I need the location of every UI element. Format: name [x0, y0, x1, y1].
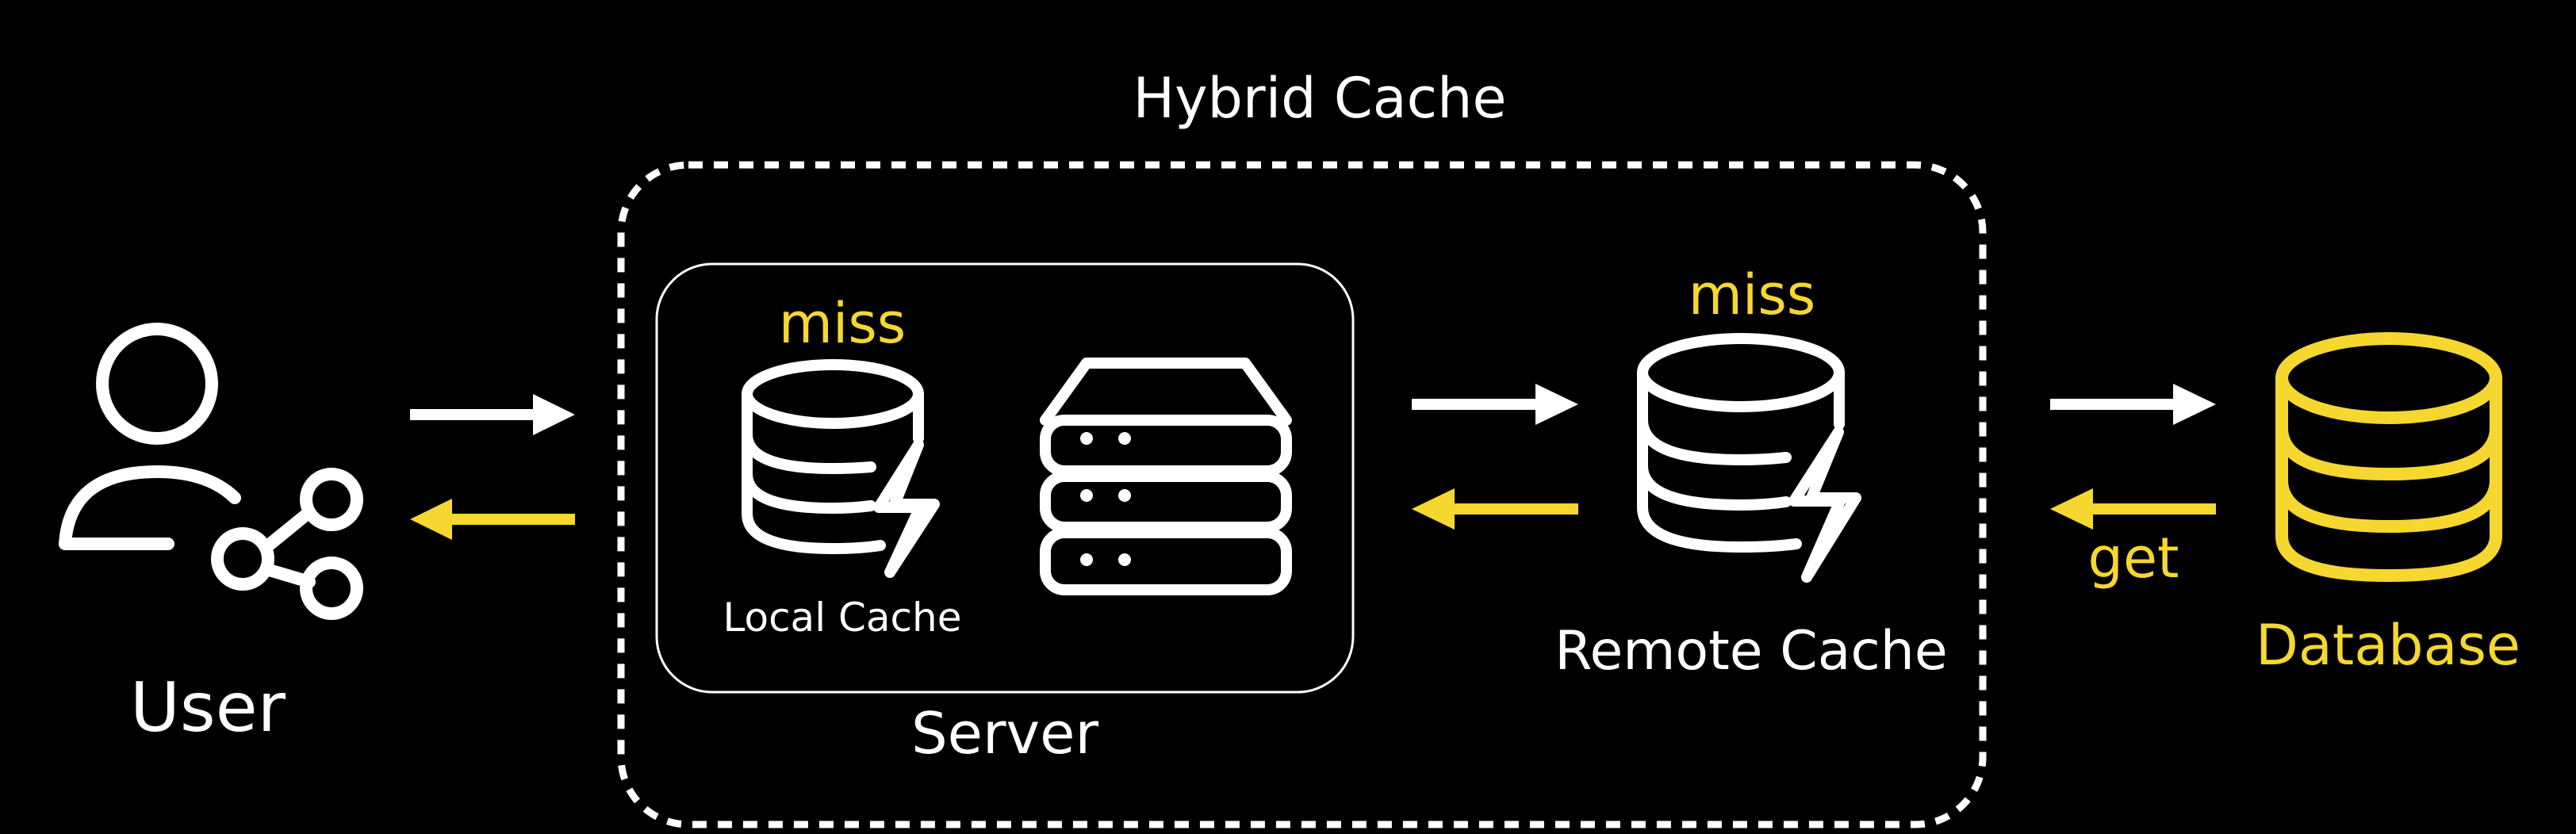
local-miss-label: miss — [779, 291, 907, 356]
database-icon — [2275, 332, 2502, 582]
server-box — [655, 262, 1355, 694]
local-cache-label: Local Cache — [723, 595, 962, 641]
server-label: Server — [911, 700, 1099, 767]
remote-cache-label: Remote Cache — [1554, 620, 1947, 683]
arrow-server-to-remote — [1412, 384, 1578, 425]
arrow-user-to-server — [410, 394, 575, 435]
hybrid-cache-title: Hybrid Cache — [1133, 66, 1506, 131]
server-stack-icon — [1040, 358, 1292, 595]
user-label: User — [130, 668, 286, 748]
database-label: Database — [2256, 613, 2520, 678]
arrow-remote-to-database — [2050, 384, 2216, 425]
user-share-icon — [59, 323, 363, 620]
arrow-server-to-user — [410, 499, 575, 540]
arrow-database-to-remote — [2050, 488, 2216, 530]
local-cache-database-bolt-icon — [742, 359, 940, 578]
remote-miss-label: miss — [1689, 262, 1816, 327]
hybrid-cache-container — [617, 161, 1987, 828]
server-status-dots — [1080, 432, 1131, 566]
arrow-remote-to-server — [1412, 488, 1578, 530]
remote-cache-database-bolt-icon — [1637, 333, 1861, 583]
get-label: get — [2088, 526, 2179, 591]
